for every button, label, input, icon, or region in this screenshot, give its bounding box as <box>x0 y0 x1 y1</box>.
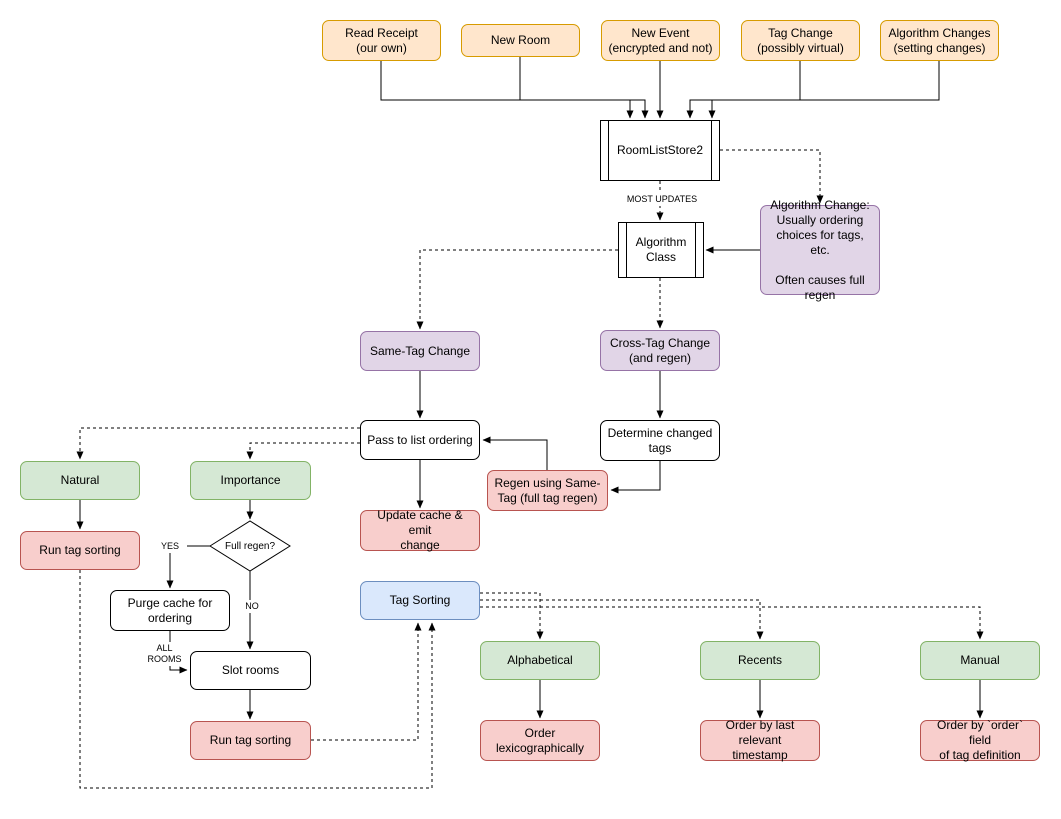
node-tag-change: Tag Change (possibly virtual) <box>741 20 860 61</box>
edge-tag-sorting-to-manual <box>480 606 984 640</box>
edge-run-sort-mid-to-tag-sorting <box>311 622 422 741</box>
edge-run-sort-left-to-tag-sorting <box>79 570 436 789</box>
edge-pass-to-importance <box>246 442 360 460</box>
edge-new-room-to-store <box>519 57 649 119</box>
edge-read-receipt-to-store <box>380 61 634 119</box>
node-tag-sorting: Tag Sorting <box>360 581 480 620</box>
edge-tag-change-to-store <box>686 61 801 119</box>
edge-tag-sorting-to-alphabetical <box>480 592 544 640</box>
edge-label-most-updates: MOST UPDATES <box>612 193 712 206</box>
full-regen-diamond <box>209 520 291 572</box>
node-run-tag-sorting-left: Run tag sorting <box>20 531 140 570</box>
edge-label-all-rooms: ALL ROOMS <box>139 642 190 666</box>
edge-regen-to-pass <box>482 436 548 470</box>
node-run-tag-sorting-mid: Run tag sorting <box>190 721 311 760</box>
node-new-room: New Room <box>461 24 580 57</box>
node-cross-tag-change: Cross-Tag Change (and regen) <box>600 330 720 371</box>
node-full-regen: Full regen? <box>224 540 276 552</box>
node-recents: Recents <box>700 641 820 680</box>
node-order-by-timestamp: Order by last relevant timestamp <box>700 718 820 762</box>
node-read-receipt: Read Receipt (our own) <box>322 20 441 61</box>
edge-label-yes: YES <box>153 540 187 553</box>
node-slot-rooms: Slot rooms <box>190 651 311 690</box>
node-regen-same-tag: Regen using Same- Tag (full tag regen) <box>487 470 608 511</box>
node-algorithm-changes: Algorithm Changes (setting changes) <box>880 20 999 61</box>
edge-determine-to-regen <box>610 461 661 494</box>
node-determine-changed-tags: Determine changed tags <box>600 420 720 461</box>
edge-tag-sorting-to-recents <box>480 599 764 640</box>
edge-store-to-note <box>720 149 824 204</box>
node-purge-cache: Purge cache for ordering <box>110 590 230 631</box>
node-order-lexicographically: Order lexicographically <box>480 720 600 761</box>
node-alphabetical: Alphabetical <box>480 641 600 680</box>
node-algorithm-class: Algorithm Class <box>618 222 704 278</box>
node-new-event: New Event (encrypted and not) <box>601 20 720 61</box>
edge-pass-to-natural <box>76 427 360 460</box>
node-natural: Natural <box>20 461 140 500</box>
node-manual: Manual <box>920 641 1040 680</box>
node-update-cache: Update cache & emit change <box>360 508 480 552</box>
node-importance: Importance <box>190 461 311 500</box>
edge-label-no: NO <box>237 600 267 613</box>
node-same-tag-change: Same-Tag Change <box>360 331 480 371</box>
node-algorithm-change-note: Algorithm Change: Usually ordering choic… <box>760 198 880 302</box>
node-order-by-order-field: Order by `order` field of tag definition <box>920 718 1040 762</box>
dashed-edges <box>76 149 984 789</box>
node-pass-to-list-ordering: Pass to list ordering <box>360 420 480 460</box>
edge-algorithm-changes-to-store <box>708 61 940 119</box>
edge-class-to-same-tag <box>416 249 618 330</box>
node-room-list-store2: RoomListStore2 <box>600 120 720 181</box>
